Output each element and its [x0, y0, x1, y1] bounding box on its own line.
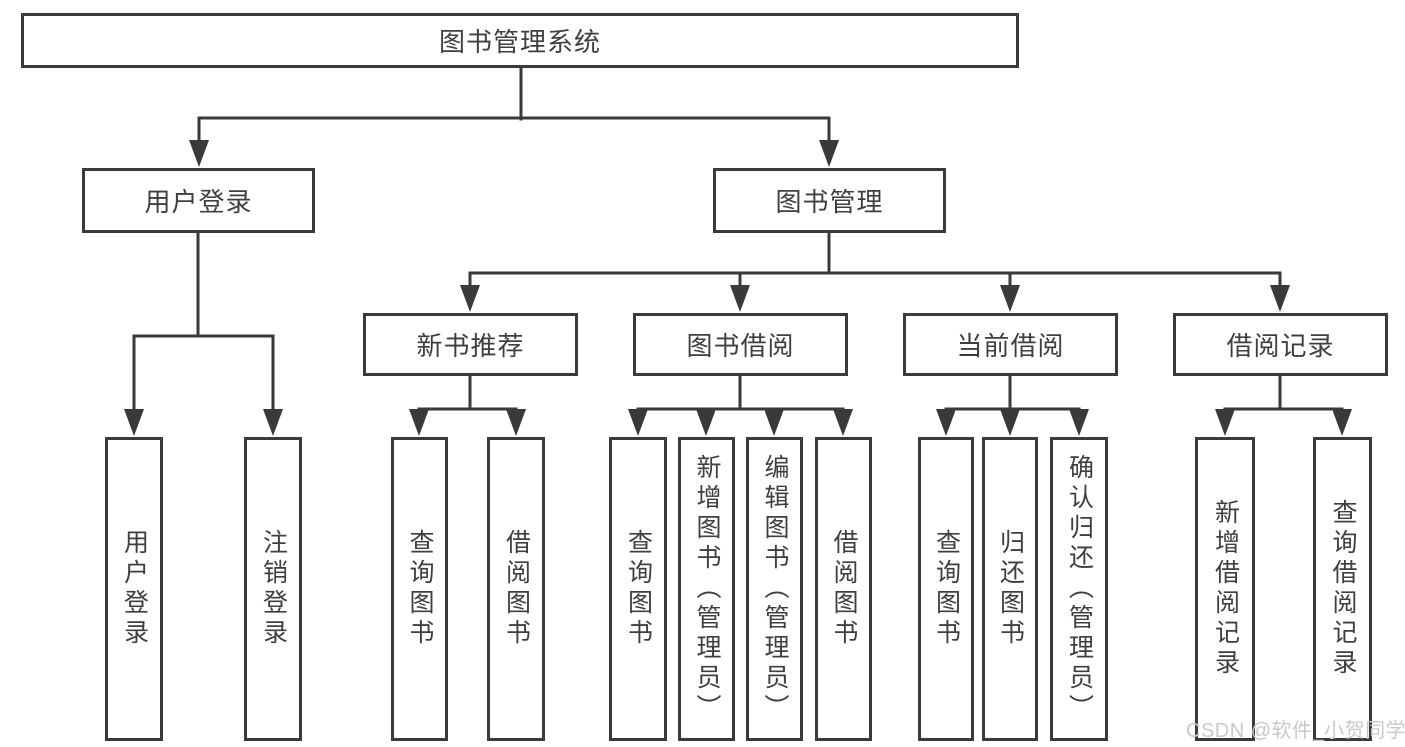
leaf-add-borrow-record: 新增借阅记录	[1195, 437, 1255, 741]
node-label: 查询借阅记录	[1329, 499, 1357, 679]
arrow-down-icon	[730, 285, 750, 312]
arrow-down-icon	[1332, 409, 1352, 436]
arrow-down-icon	[819, 140, 839, 167]
node-label: 查询图书	[932, 529, 961, 649]
node-label: 注销登录	[259, 529, 288, 649]
arrowhead-icons	[124, 140, 1352, 436]
leaf-borrow-book-2: 借阅图书	[815, 437, 872, 741]
arrow-down-icon	[124, 409, 144, 436]
node-library-management-system: 图书管理系统	[21, 13, 1019, 68]
arrow-down-icon	[628, 409, 648, 436]
arrow-down-icon	[764, 409, 784, 436]
node-label: 新书推荐	[416, 331, 525, 361]
node-label: 用户登录	[120, 529, 149, 649]
arrow-down-icon	[696, 409, 716, 436]
leaf-confirm-return-admin: 确认归还（管理员）	[1050, 437, 1108, 741]
node-label: 图书管理系统	[438, 27, 601, 57]
node-book-management: 图书管理	[713, 168, 946, 233]
node-label: 查询图书	[406, 529, 434, 649]
arrow-down-icon	[833, 409, 853, 436]
leaf-borrow-book-1: 借阅图书	[487, 437, 545, 741]
arrow-down-icon	[460, 285, 480, 312]
leaf-return-book: 归还图书	[982, 437, 1038, 741]
node-label: 借阅图书	[830, 529, 858, 649]
tree-branch-lines	[132, 65, 1344, 411]
arrow-down-icon	[1000, 285, 1020, 312]
leaf-edit-book-admin: 编辑图书（管理员）	[746, 437, 803, 741]
node-label: 新增借阅记录	[1211, 499, 1240, 679]
node-label: 确认归还（管理员）	[1065, 454, 1094, 724]
node-label: 当前借阅	[956, 331, 1065, 361]
node-label: 图书管理	[775, 187, 884, 217]
node-label: 查询图书	[624, 529, 653, 649]
node-book-borrow: 图书借阅	[633, 313, 848, 376]
node-label: 借阅图书	[502, 529, 531, 649]
arrow-down-icon	[1000, 409, 1020, 436]
node-label: 编辑图书（管理员）	[761, 454, 789, 724]
node-label: 图书借阅	[686, 331, 795, 361]
leaf-query-book-1: 查询图书	[391, 437, 448, 741]
leaf-add-book-admin: 新增图书（管理员）	[678, 437, 735, 741]
arrow-down-icon	[1069, 409, 1089, 436]
leaf-user-login: 用户登录	[105, 437, 163, 741]
arrow-down-icon	[1270, 285, 1290, 312]
node-label: 归还图书	[996, 529, 1025, 649]
leaf-query-book-3: 查询图书	[918, 437, 974, 741]
arrow-down-icon	[409, 409, 429, 436]
arrow-down-icon	[263, 409, 283, 436]
leaf-query-book-2: 查询图书	[609, 437, 667, 741]
arrow-down-icon	[1215, 409, 1235, 436]
arrow-down-icon	[506, 409, 526, 436]
node-borrow-records: 借阅记录	[1173, 313, 1388, 376]
node-label: 新增图书（管理员）	[693, 454, 721, 724]
node-new-book-recommend: 新书推荐	[363, 313, 578, 376]
node-current-borrow: 当前借阅	[903, 313, 1118, 376]
arrow-down-icon	[189, 140, 209, 167]
leaf-logout: 注销登录	[244, 437, 302, 741]
node-label: 用户登录	[144, 187, 253, 217]
node-label: 借阅记录	[1226, 331, 1335, 361]
csdn-watermark: CSDN @软件_小贺同学	[1186, 720, 1405, 742]
leaf-query-borrow-record: 查询借阅记录	[1313, 437, 1372, 741]
arrow-down-icon	[936, 409, 956, 436]
node-user-login: 用户登录	[82, 168, 315, 233]
